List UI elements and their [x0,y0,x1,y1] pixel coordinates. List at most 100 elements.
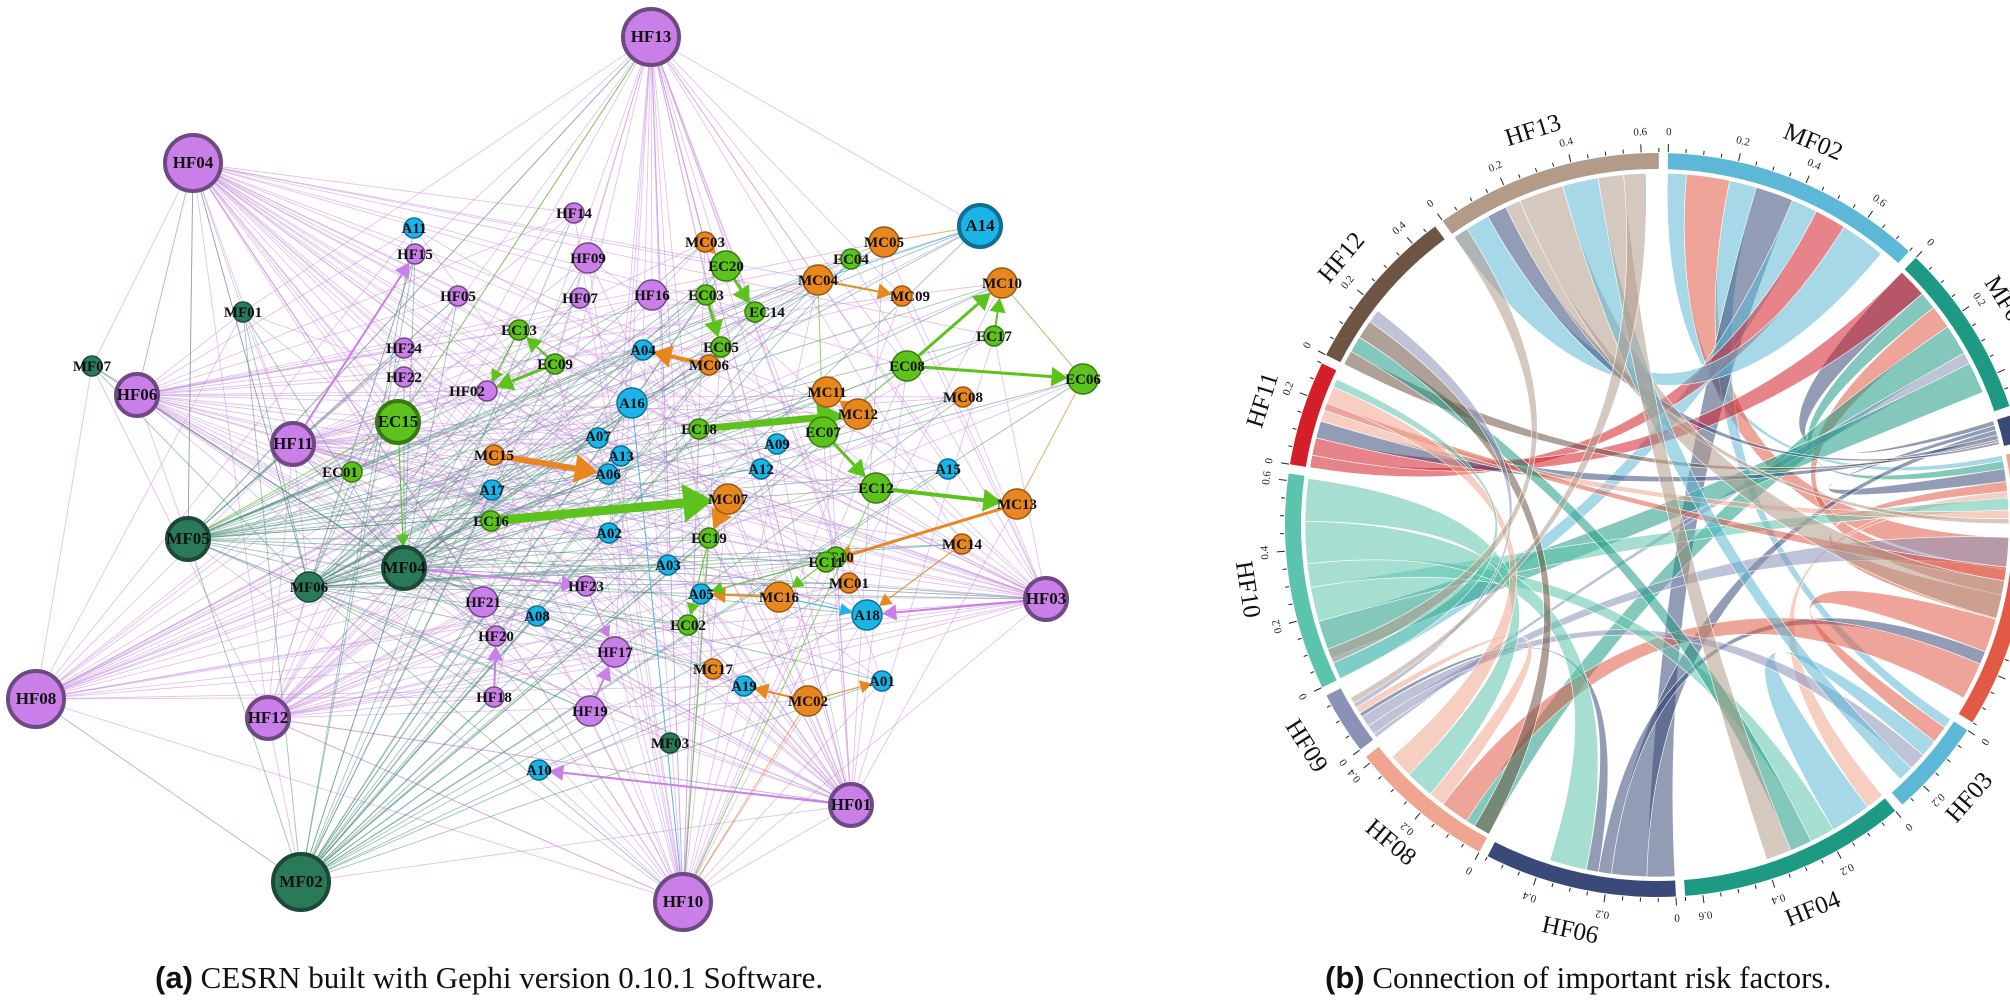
node-circle [375,399,421,445]
caption-b: (b) Connection of important risk factors… [1325,960,1831,1000]
node-label: EC12 [858,481,894,497]
node-circle [393,366,415,388]
node-circle [480,510,502,532]
network-edge [187,538,591,712]
node-hf08: HF08 [6,669,66,729]
network-edge [192,162,575,214]
network-edge [712,598,1047,670]
network-edge [682,279,819,903]
network-edge [136,390,488,396]
node-ec19: EC19 [691,527,727,549]
chord-tick [1720,892,1722,897]
network-edge [817,225,981,281]
node-a18: A18 [851,599,883,631]
chord-tick-label: 0 [1464,863,1475,876]
network-arrowhead [487,645,504,661]
chord-tick [1396,252,1400,256]
node-circle [653,872,713,932]
network-edge [192,162,859,415]
node-mf06: MF06 [290,571,329,603]
node-label: HF10 [663,892,704,911]
node-circle [842,398,874,430]
network-edge [292,443,310,588]
chord-tick [1737,888,1740,894]
chord-tick [1837,195,1841,200]
network-edge [403,279,819,569]
chord-tick [1474,852,1480,860]
chord-segment-label: HF12 [1313,227,1370,288]
node-circle [983,325,1005,347]
network-edge [414,36,652,255]
network-arrowhead [496,372,516,391]
network-edge [1001,282,1084,380]
network-edge [705,294,852,806]
node-circle [828,782,874,828]
node-ec13: EC13 [501,319,537,341]
node-label: MC15 [474,448,514,464]
network-edge [518,329,1047,600]
node-label: MF06 [290,580,329,596]
network-edge [901,295,1047,600]
chord-tick [1982,707,1986,710]
chord-tick [1437,213,1443,221]
network-edge [351,471,684,903]
node-ec02: EC02 [670,614,706,636]
chord-tick [1517,871,1520,876]
chord-tick-label: 0.4 [1558,135,1575,150]
node-hf04: HF04 [163,133,223,193]
node-a05: A05 [688,583,714,605]
chord-arc [1891,721,1968,805]
chord-tick-label: 0.6 [1870,192,1889,210]
network-arrowhead [1050,366,1069,387]
caption-a: (a) CESRN built with Gephi version 0.10.… [155,960,823,1000]
chord-tick [1867,210,1873,218]
network-edge [187,282,1003,540]
node-label: HF02 [449,384,485,400]
chord-tick [1935,772,1940,776]
network-edge [267,520,492,719]
chord-segment-r16: 00.2R16 [2005,453,2010,480]
node-circle [951,533,973,555]
node-mc15: MC15 [474,444,514,466]
node-label: HF17 [597,645,633,661]
network-edge [538,598,1047,771]
network-edge [650,36,981,227]
network-edge [850,241,885,806]
node-circle [891,350,923,382]
chord-tick [2004,658,2009,662]
node-circle [1001,488,1033,520]
chord-tick-label: 0.4 [1258,545,1271,560]
node-label: EC09 [537,357,573,373]
node-circle [621,7,681,67]
node-label: MF01 [224,305,262,321]
chord-arc [2005,453,2010,480]
network-edge [589,710,852,806]
network-edge [300,567,405,883]
node-circle [710,250,742,282]
node-mf01: MF01 [224,301,262,323]
network-edge [192,162,310,588]
node-circle [526,605,548,627]
network-arrowhead [839,603,853,617]
network-arrowhead [847,458,866,478]
network-edge [300,710,591,883]
chord-segment-label: HF04 [1781,886,1844,933]
chord-tick [1881,822,1885,827]
node-label: MC13 [997,497,1037,513]
chord-tick [1288,445,1293,448]
network-edge [136,212,575,396]
network-edge [308,498,729,588]
network-edge [403,295,459,569]
node-circle [698,354,720,376]
network-edge [267,717,684,903]
node-circle [403,217,425,239]
network-edge [403,257,589,569]
chord-tick-label: 0.4 [1805,156,1823,173]
node-circle [688,418,710,440]
network-edge [397,36,652,423]
node-label: HF14 [556,206,592,222]
chord-tick-label: 0.6 [1697,908,1713,922]
chord-tick [1997,368,2006,374]
node-label: MC06 [689,358,729,374]
network-edge [300,413,859,883]
